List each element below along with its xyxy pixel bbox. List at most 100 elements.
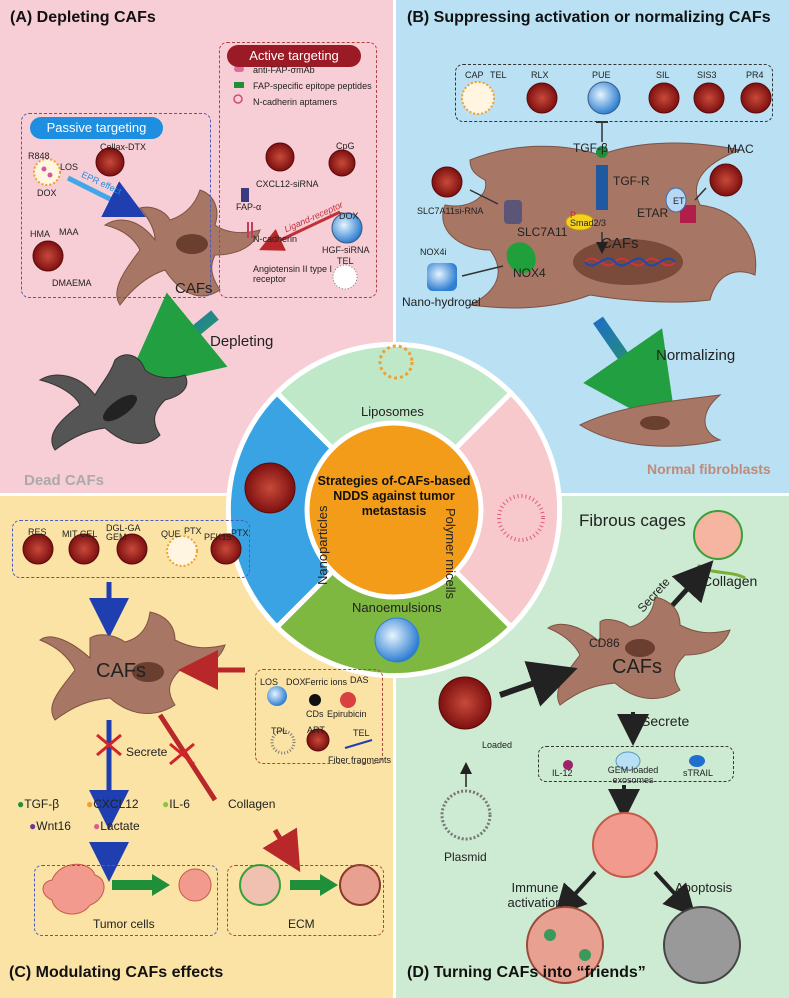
agent-tel: TEL: [490, 70, 507, 80]
label-p: P: [570, 210, 577, 220]
label-tel-a: TEL: [337, 256, 354, 266]
label-secrete-c: Secrete: [126, 745, 168, 759]
factor-cxcl12: ●CXCL12: [86, 797, 139, 811]
active-targeting-label: Active targeting: [227, 45, 361, 67]
legend-ncad-aptamers: N-cadherin aptamers: [253, 97, 338, 107]
ecm-box: [227, 865, 384, 936]
label-normal-fibroblasts: Normal fibroblasts: [647, 461, 771, 477]
panel-d-graphics: [438, 510, 746, 984]
label-collagen-d: Collagen: [702, 573, 758, 589]
label-los: LOS: [60, 162, 79, 172]
agent-mit-cel: MIT CEL: [62, 529, 98, 539]
label-dead-cafs: Dead CAFs: [24, 472, 105, 489]
passive-targeting-label: Passive targeting: [30, 117, 163, 139]
label-das: DAS: [350, 675, 369, 685]
agent-pfk15: PFK15: [204, 532, 232, 542]
agent-rlx: RLX: [531, 70, 549, 80]
panel-d-secretions-box: [538, 746, 734, 782]
label-ferric: Ferric ions: [305, 677, 348, 687]
label-tgf-beta: TGF-β: [573, 141, 608, 155]
panel-a-title: (A) Depleting CAFs: [10, 9, 156, 26]
label-r848: R848: [28, 151, 50, 161]
segment-polymer-micells: Polymer micells: [443, 508, 458, 600]
label-n-cadherin: N-cadherin: [253, 234, 298, 244]
label-nox4i: NOX4i: [420, 247, 447, 257]
label-strail: sTRAIL: [683, 768, 714, 778]
label-gem-exosomes: GEM-loaded exosomes: [607, 765, 659, 785]
label-cafs-c: CAFs: [96, 660, 146, 682]
panel-b-agents-box: [455, 64, 773, 122]
agent-dgl-ga-gem: DGL-GA GEM: [106, 523, 141, 542]
label-hma: HMA: [30, 229, 50, 239]
factor-tgf-beta: ●TGF-β: [17, 797, 60, 811]
agent-cap: CAP: [465, 70, 484, 80]
panel-d-title: (D) Turning CAFs into “friends”: [407, 964, 646, 981]
label-plasmid: Plasmid: [444, 850, 487, 864]
segment-nanoemulsions: Nanoemulsions: [352, 600, 442, 615]
label-ecm: ECM: [288, 917, 315, 931]
label-dox-c: DOX: [286, 677, 306, 687]
label-cafs-b: CAFs: [601, 235, 639, 252]
label-fibrous-cages: Fibrous cages: [579, 511, 686, 530]
label-art: ART: [307, 725, 325, 735]
label-maa: MAA: [59, 227, 79, 237]
segment-liposomes: Liposomes: [361, 404, 424, 419]
agent-res: RES: [28, 527, 47, 537]
label-cafs-d: CAFs: [612, 656, 662, 678]
label-epirubicin: Epirubicin: [327, 709, 367, 719]
agent-pr4: PR4: [746, 70, 764, 80]
label-etar: ETAR: [637, 206, 669, 220]
label-apoptosis: Apoptosis: [675, 880, 733, 895]
passive-targeting-box: [21, 113, 211, 298]
agent-ptx-2: PTX: [231, 528, 249, 538]
label-cxcl12: CXCL12-siRNA: [256, 179, 319, 189]
label-hgf-sirna: HGF-siRNA: [322, 245, 370, 255]
center-title: Strategies of-CAFs-based NDDS against tu…: [317, 474, 471, 518]
label-nano-hydrogel: Nano-hydrogel: [402, 295, 481, 309]
agent-sis3: SIS3: [697, 70, 717, 80]
factor-il6: ●IL-6: [162, 797, 190, 811]
panel-c-title: (C) Modulating CAFs effects: [9, 964, 224, 981]
label-normalizing: Normalizing: [656, 347, 736, 364]
agent-sil: SIL: [656, 70, 670, 80]
label-collagen-c: Collagen: [228, 797, 276, 811]
agent-pue: PUE: [592, 70, 611, 80]
label-et: ET: [673, 196, 685, 206]
label-tel-c: TEL: [353, 728, 370, 738]
tumor-cells-box: [34, 865, 218, 936]
label-dox-a: DOX: [339, 211, 359, 221]
label-immune-activation: Immune activation: [507, 880, 563, 910]
label-mac: MAC: [727, 142, 754, 156]
label-fap-alpha: FAP-α: [236, 202, 262, 212]
label-slc7a11: SLC7A11: [517, 225, 568, 239]
panel-c-agents-box: [12, 520, 250, 578]
label-los-c: LOS: [260, 677, 279, 687]
label-slc-sirna: SLC7A11si-RNA: [417, 206, 484, 216]
label-angiotensin: Angiotensin II type I receptor: [253, 264, 333, 284]
label-depleting: Depleting: [210, 333, 274, 350]
label-cafs-a: CAFs: [175, 280, 213, 297]
label-tgf-r: TGF-R: [613, 174, 650, 188]
label-tumor-cells: Tumor cells: [93, 917, 155, 931]
agent-que: QUE: [161, 529, 181, 539]
panel-a-graphics: [32, 66, 363, 451]
label-cellax: Cellax-DTX: [100, 142, 147, 152]
agent-ptx-1: PTX: [184, 526, 202, 536]
factor-lactate: ●Lactate: [93, 819, 140, 833]
label-dox: DOX: [37, 188, 57, 198]
factor-wnt16: ●Wnt16: [29, 819, 71, 833]
label-tpl: TPL: [271, 726, 288, 736]
label-nox4: NOX4: [513, 266, 546, 280]
label-cds: CDs: [306, 709, 324, 719]
panel-b-graphics: [427, 81, 772, 447]
label-fiber-fragments: Fiber fragments: [328, 755, 392, 765]
label-cpg: CpG: [336, 141, 355, 151]
label-smad: Smad2/3: [570, 218, 607, 228]
legend-fap-peptides: FAP-specific epitope peptides: [253, 81, 372, 91]
label-loaded: Loaded: [482, 740, 513, 750]
active-targeting-box: [219, 42, 377, 298]
center-wheel: [225, 341, 563, 679]
label-cd86: CD86: [589, 636, 620, 650]
label-il12: IL-12: [552, 768, 573, 778]
segment-nanoparticles: Nanoparticles: [315, 505, 330, 586]
